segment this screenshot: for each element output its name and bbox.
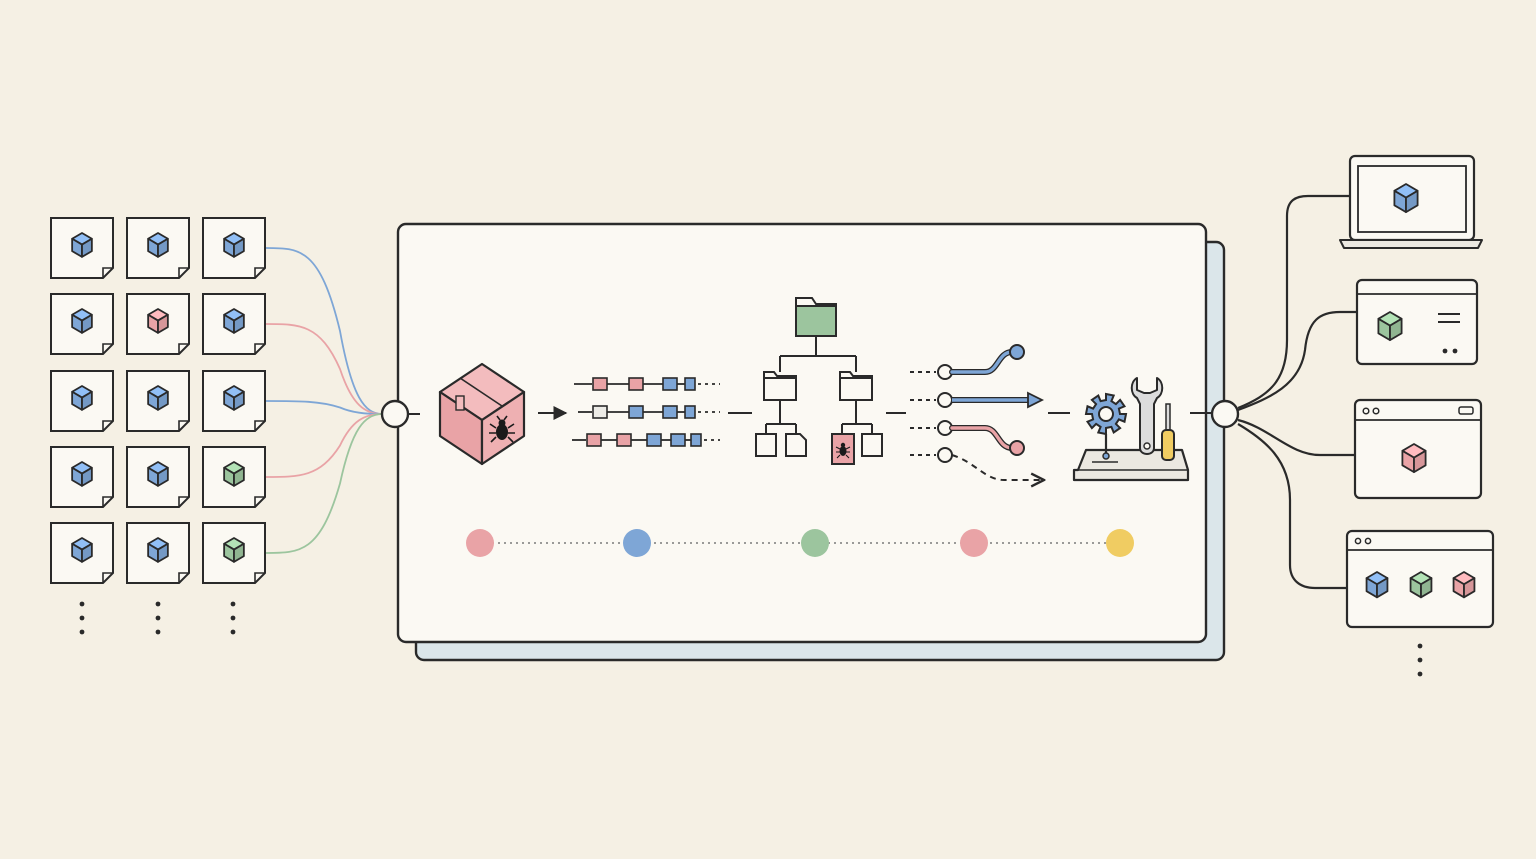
package-doc-icon bbox=[202, 293, 266, 355]
timeline-dot bbox=[960, 529, 988, 557]
input-connectors bbox=[265, 247, 383, 554]
folder-icon bbox=[839, 371, 873, 401]
blue-cube-icon bbox=[223, 232, 245, 258]
package-doc-icon bbox=[50, 370, 114, 432]
green-cube-icon bbox=[1377, 311, 1403, 342]
more-ellipsis-icon bbox=[79, 601, 1423, 677]
gear-icon bbox=[1084, 392, 1128, 460]
blue-cube-icon bbox=[1365, 571, 1389, 599]
timeline-dot bbox=[1106, 529, 1134, 557]
input-junction bbox=[380, 399, 410, 429]
blue-cube-icon bbox=[1393, 183, 1419, 214]
panel-body bbox=[396, 222, 1208, 644]
package-doc-icon bbox=[126, 370, 190, 432]
folder-icon bbox=[763, 371, 797, 401]
timeline-dot bbox=[801, 529, 829, 557]
package-doc-icon bbox=[126, 217, 190, 279]
green-cube-icon bbox=[223, 537, 245, 563]
timeline-dot bbox=[466, 529, 494, 557]
blue-cube-icon bbox=[223, 385, 245, 411]
connector-line bbox=[265, 400, 383, 415]
pink-cube-icon bbox=[1452, 571, 1476, 599]
package-doc-icon bbox=[126, 293, 190, 355]
package-doc-icon bbox=[202, 522, 266, 584]
package-doc-icon bbox=[50, 446, 114, 508]
blue-cube-icon bbox=[223, 308, 245, 334]
green-cube-icon bbox=[1409, 571, 1433, 599]
package-doc-icon bbox=[50, 217, 114, 279]
blue-cube-icon bbox=[147, 461, 169, 487]
dependency-chain-icon bbox=[572, 377, 720, 447]
pink-cube-icon bbox=[1401, 443, 1427, 474]
blue-cube-icon bbox=[71, 308, 93, 334]
wrench-icon bbox=[1130, 377, 1164, 455]
package-doc-icon bbox=[50, 522, 114, 584]
folder-tree-icon bbox=[755, 297, 883, 465]
file-icon bbox=[861, 433, 883, 457]
blue-cube-icon bbox=[71, 385, 93, 411]
blue-cube-icon bbox=[147, 232, 169, 258]
progress-timeline bbox=[466, 529, 1134, 557]
pink-cube-icon bbox=[147, 308, 169, 334]
output-junction bbox=[1210, 399, 1240, 429]
package-doc-icon bbox=[126, 446, 190, 508]
package-doc-icon bbox=[202, 446, 266, 508]
blue-cube-icon bbox=[71, 232, 93, 258]
server-icon bbox=[1355, 278, 1479, 366]
output-connectors bbox=[1237, 194, 1357, 590]
file-icon bbox=[755, 433, 777, 457]
package-with-bug-icon bbox=[438, 362, 526, 466]
connector-line bbox=[265, 247, 383, 415]
blue-cube-icon bbox=[71, 537, 93, 563]
green-cube-icon bbox=[223, 461, 245, 487]
branch-paths-icon bbox=[910, 344, 1044, 480]
package-doc-icon bbox=[126, 522, 190, 584]
gear-wrench-screwdriver-icon bbox=[1072, 377, 1190, 482]
blue-cube-icon bbox=[71, 461, 93, 487]
connector-line bbox=[265, 323, 383, 415]
package-doc-icon bbox=[202, 217, 266, 279]
file-icon bbox=[785, 433, 807, 457]
central-panel bbox=[396, 222, 1226, 662]
timeline-dot bbox=[623, 529, 651, 557]
blue-cube-icon bbox=[147, 537, 169, 563]
connector-line bbox=[265, 413, 383, 554]
bug-icon bbox=[489, 415, 515, 443]
package-grid bbox=[50, 217, 266, 584]
output-cubes bbox=[1365, 183, 1476, 599]
blue-cube-icon bbox=[147, 385, 169, 411]
package-doc-icon bbox=[202, 370, 266, 432]
connector-line bbox=[265, 413, 383, 478]
screwdriver-icon bbox=[1161, 403, 1175, 461]
folder-icon bbox=[795, 297, 837, 337]
package-doc-icon bbox=[50, 293, 114, 355]
